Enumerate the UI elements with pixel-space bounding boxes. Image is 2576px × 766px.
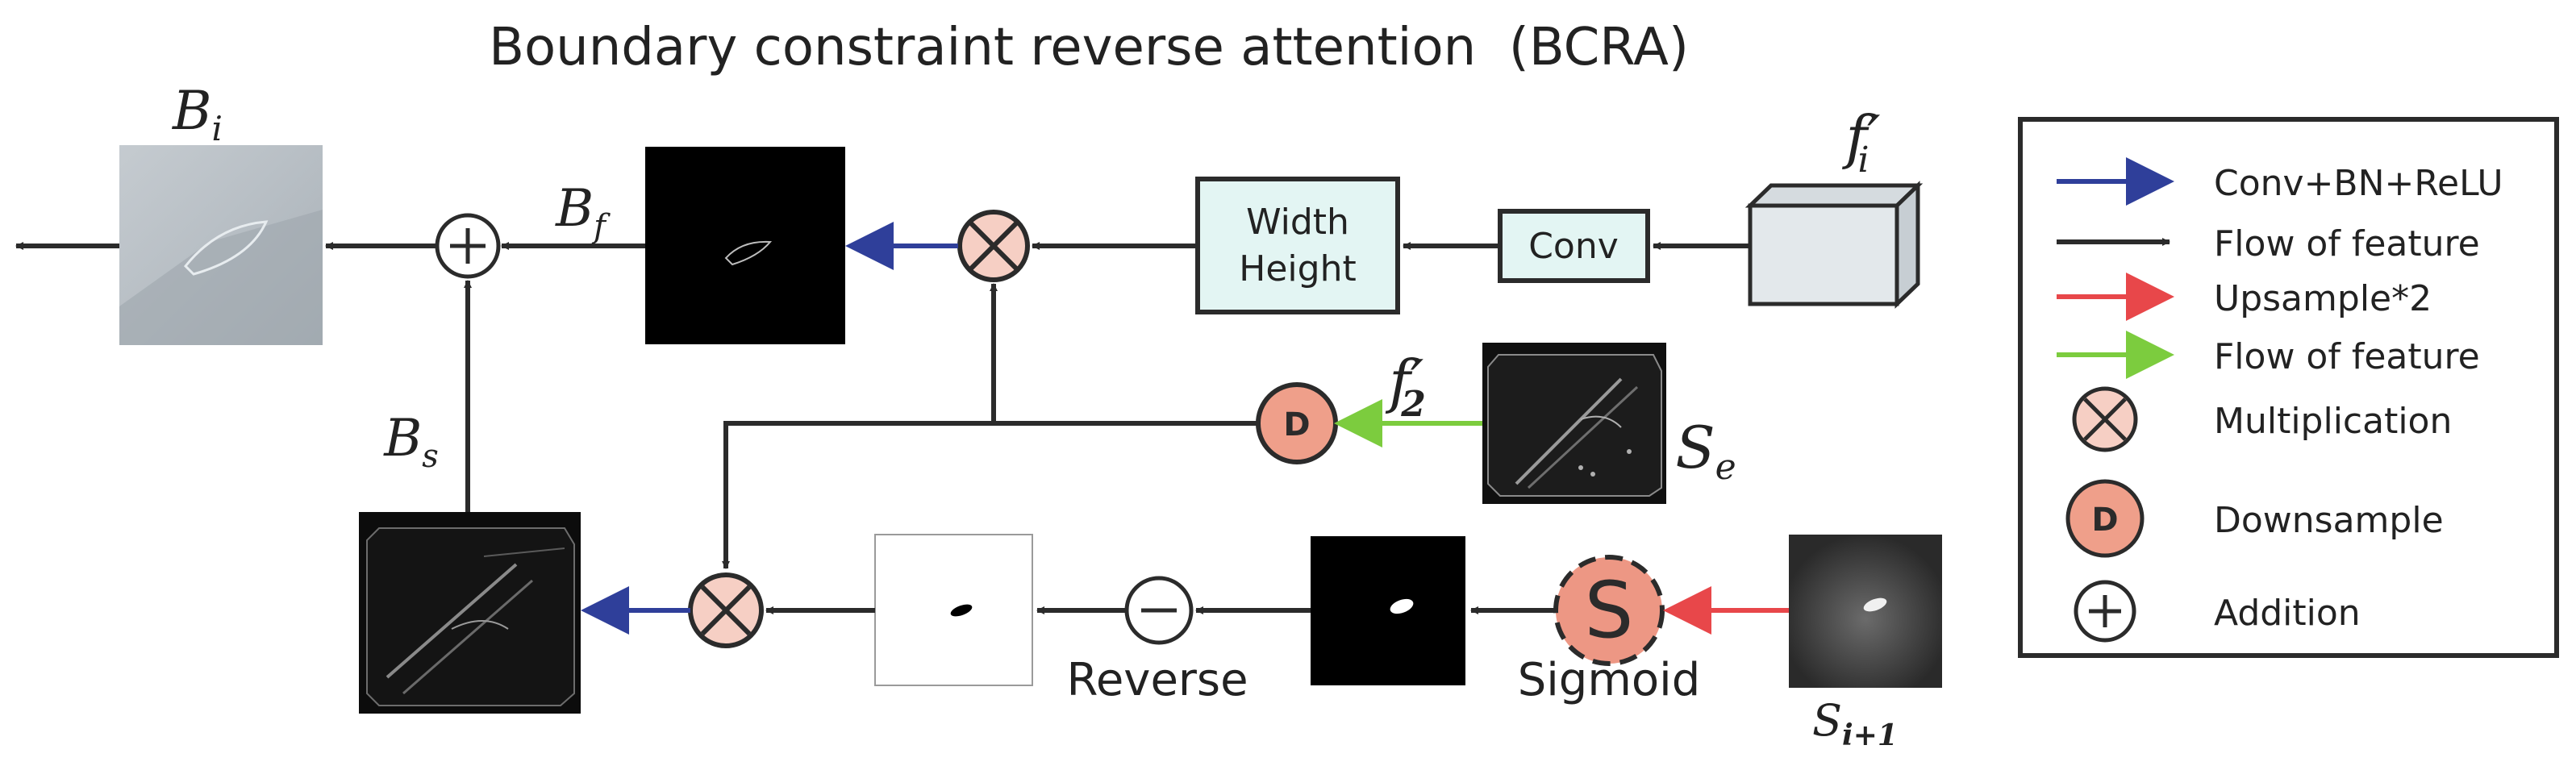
reverse-caption: Reverse <box>1066 654 1248 706</box>
plus-icon <box>2074 580 2136 643</box>
sigmoid-node: S <box>1553 555 1665 666</box>
fi-label: f′i <box>1842 103 1881 181</box>
bs-label: Bs <box>383 409 439 475</box>
si1-label: Si+1 <box>1812 695 1898 752</box>
diagram-title: Boundary constraint reverse attention (B… <box>489 18 1689 77</box>
svg-text:Width: Width <box>1246 202 1349 243</box>
se-label: Se <box>1675 414 1736 488</box>
width-height-block: Width Height <box>1195 177 1400 314</box>
d-branch-line <box>722 421 1258 569</box>
bi-label: Bi <box>172 80 223 148</box>
legend-label-4: Flow of feature <box>2214 336 2480 377</box>
downsample-node: D <box>1256 382 1338 464</box>
svg-text:D: D <box>2091 502 2118 539</box>
sigmoid-caption: Sigmoid <box>1518 654 1701 706</box>
bf-label: Bf <box>555 179 611 245</box>
legend: Conv+BN+ReLU Flow of feature Upsample*2 … <box>2018 117 2559 658</box>
si1-image <box>1789 535 1942 688</box>
svg-text:Height: Height <box>1239 248 1356 289</box>
legend-label-1: Conv+BN+ReLU <box>2214 163 2503 204</box>
multiply-icon <box>2072 386 2138 452</box>
reverse-image <box>874 534 1033 686</box>
svg-text:S: S <box>1585 565 1634 656</box>
svg-text:Conv: Conv <box>1528 226 1619 267</box>
addition-node <box>435 213 501 279</box>
legend-label-3: Upsample*2 <box>2214 278 2432 319</box>
sigmoid-output-image <box>1311 536 1465 685</box>
conv-block: Conv <box>1498 209 1650 283</box>
bf-image <box>645 147 845 344</box>
legend-label-5: Multiplication <box>2214 401 2452 442</box>
bs-image <box>359 512 581 714</box>
f2-label: f′2 <box>1385 348 1426 425</box>
se-image <box>1482 343 1666 504</box>
multiply-node-bottom <box>688 572 764 648</box>
legend-label-2: Flow of feature <box>2214 223 2480 264</box>
fi-feature-cube <box>1744 181 1924 309</box>
svg-text:D: D <box>1283 406 1310 443</box>
legend-label-7: Addition <box>2214 593 2361 634</box>
downsample-icon: D <box>2065 479 2145 558</box>
reverse-minus-node <box>1124 576 1194 645</box>
output-image-bi <box>119 145 323 345</box>
legend-label-6: Downsample <box>2214 500 2444 541</box>
multiply-node-top <box>957 210 1030 282</box>
